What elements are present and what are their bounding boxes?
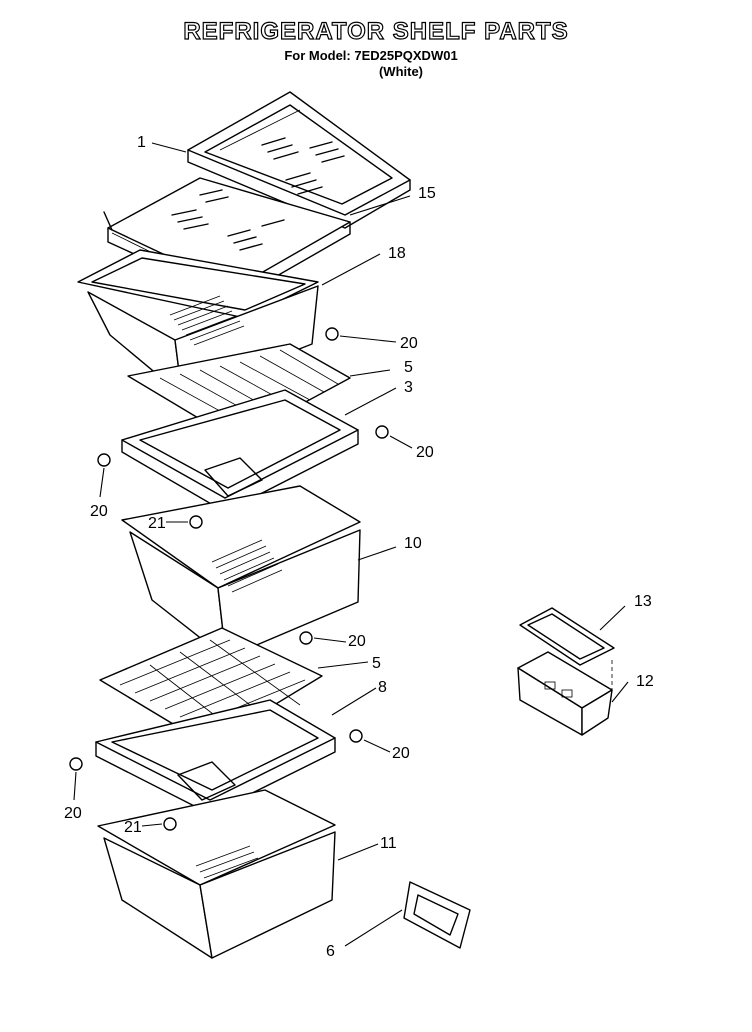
callout-1: 1 xyxy=(137,134,146,151)
callout-18: 18 xyxy=(388,245,406,262)
callout-20: 20 xyxy=(64,805,82,822)
callout-20: 20 xyxy=(400,335,418,352)
callout-11: 11 xyxy=(380,835,397,852)
part-1-glass-shelf xyxy=(187,91,411,229)
screw-icon xyxy=(349,729,363,743)
callout-20: 20 xyxy=(348,633,366,650)
callout-12: 12 xyxy=(636,673,654,690)
part-11-drawer xyxy=(97,789,336,959)
diagram-title: REFRIGERATOR SHELF PARTS xyxy=(183,17,569,45)
callout-15: 15 xyxy=(418,185,436,202)
callout-20: 20 xyxy=(416,444,434,461)
callout-8: 8 xyxy=(378,679,387,696)
model-line: For Model: 7ED25PQXDW01 xyxy=(284,48,458,63)
screw-icon xyxy=(375,425,389,439)
callout-20: 20 xyxy=(392,745,410,762)
leader-lines xyxy=(73,142,629,947)
part-13-lid xyxy=(519,607,615,666)
screw-icon xyxy=(97,453,111,467)
callout-10: 10 xyxy=(404,535,422,552)
callout-6: 6 xyxy=(326,943,335,960)
callout-13: 13 xyxy=(634,593,652,610)
callout-20: 20 xyxy=(90,503,108,520)
screw-icon-group xyxy=(69,327,389,831)
callout-3: 3 xyxy=(404,379,413,396)
callout-21: 21 xyxy=(124,819,142,836)
part-10-drawer xyxy=(121,485,361,659)
part-3-shelf-frame xyxy=(121,389,359,513)
part-12-bin xyxy=(517,651,613,736)
callout-5: 5 xyxy=(404,359,413,376)
screw-icon xyxy=(299,631,313,645)
part-8-shelf-frame xyxy=(95,699,336,815)
screw-icon xyxy=(163,817,177,831)
callout-21: 21 xyxy=(148,515,166,532)
color-variant: (White) xyxy=(378,64,424,79)
screw-icon xyxy=(189,515,203,529)
screw-icon xyxy=(325,327,339,341)
callout-5: 5 xyxy=(372,655,381,672)
part-6-tray xyxy=(403,881,471,949)
part-5-wire-shelf-lower xyxy=(99,627,323,746)
callout-numbers: 1 15 18 20 5 3 20 20 21 10 13 20 5 12 8 … xyxy=(64,134,654,960)
screw-icon xyxy=(69,757,83,771)
